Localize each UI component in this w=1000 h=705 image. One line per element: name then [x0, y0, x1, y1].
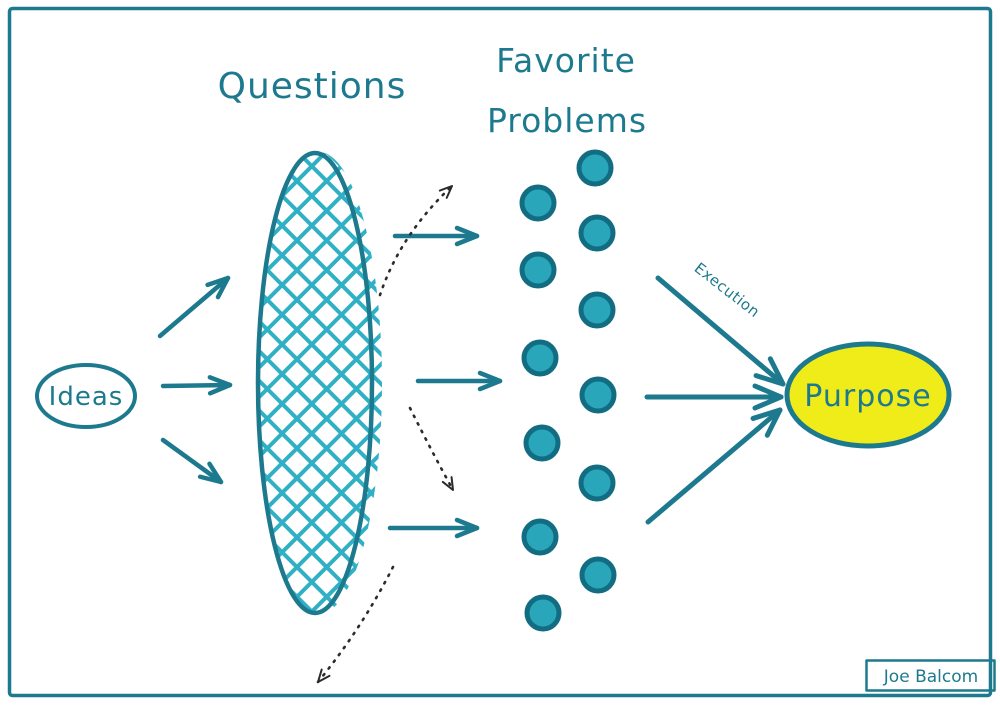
purpose-node: Purpose [784, 341, 952, 449]
deflected-dotted-arrows [316, 184, 455, 684]
lens-crosshatch-fill [256, 152, 382, 614]
purpose-label: Purpose [804, 379, 931, 414]
favorite-problems-dots [519, 149, 617, 632]
favorite-problem-dot [524, 594, 562, 632]
favorite-problem-dot [576, 149, 614, 187]
arrow-ideas-middle [160, 375, 233, 396]
dotted-arrow-up [378, 184, 454, 297]
favorite-problems-title-line1: Favorite [496, 41, 636, 80]
favorite-problem-dot [521, 339, 559, 377]
favorite-problem-dot [579, 556, 617, 594]
ideas-label: Ideas [49, 382, 124, 412]
favorite-problem-dot [523, 424, 561, 462]
questions-lens [255, 150, 382, 616]
favorite-problem-dot [521, 518, 559, 556]
questions-title: Questions [218, 66, 407, 107]
favorite-problem-dot [578, 214, 616, 252]
ideas-to-lens-arrows [157, 275, 233, 485]
lens-outline [255, 150, 375, 616]
signature-box: Joe Balcom [865, 659, 996, 692]
arrow-ideas-down [160, 437, 224, 485]
purpose-ellipse [784, 341, 952, 449]
dotted-arrow-middle [408, 406, 455, 492]
lens-to-problems-arrows [387, 225, 503, 539]
favorite-problem-dot [579, 376, 617, 414]
arrow-execution [655, 275, 786, 387]
problems-to-purpose-arrows [644, 275, 786, 525]
signature-frame [865, 659, 996, 692]
dotted-arrow-down [316, 565, 395, 684]
ideas-ellipse [35, 363, 137, 429]
favorite-problem-dot [578, 464, 616, 502]
favorite-problems-title-line2: Problems [487, 101, 647, 140]
favorite-problem-dot [519, 251, 557, 289]
arrow-purpose-bottom [645, 407, 783, 525]
signature-label: Joe Balcom [883, 667, 978, 687]
favorite-problem-dot [578, 291, 616, 329]
ideas-node: Ideas [35, 363, 137, 429]
diagram-border [7, 6, 993, 698]
favorite-problem-dot [519, 184, 557, 222]
arrow-ideas-up [157, 275, 231, 339]
